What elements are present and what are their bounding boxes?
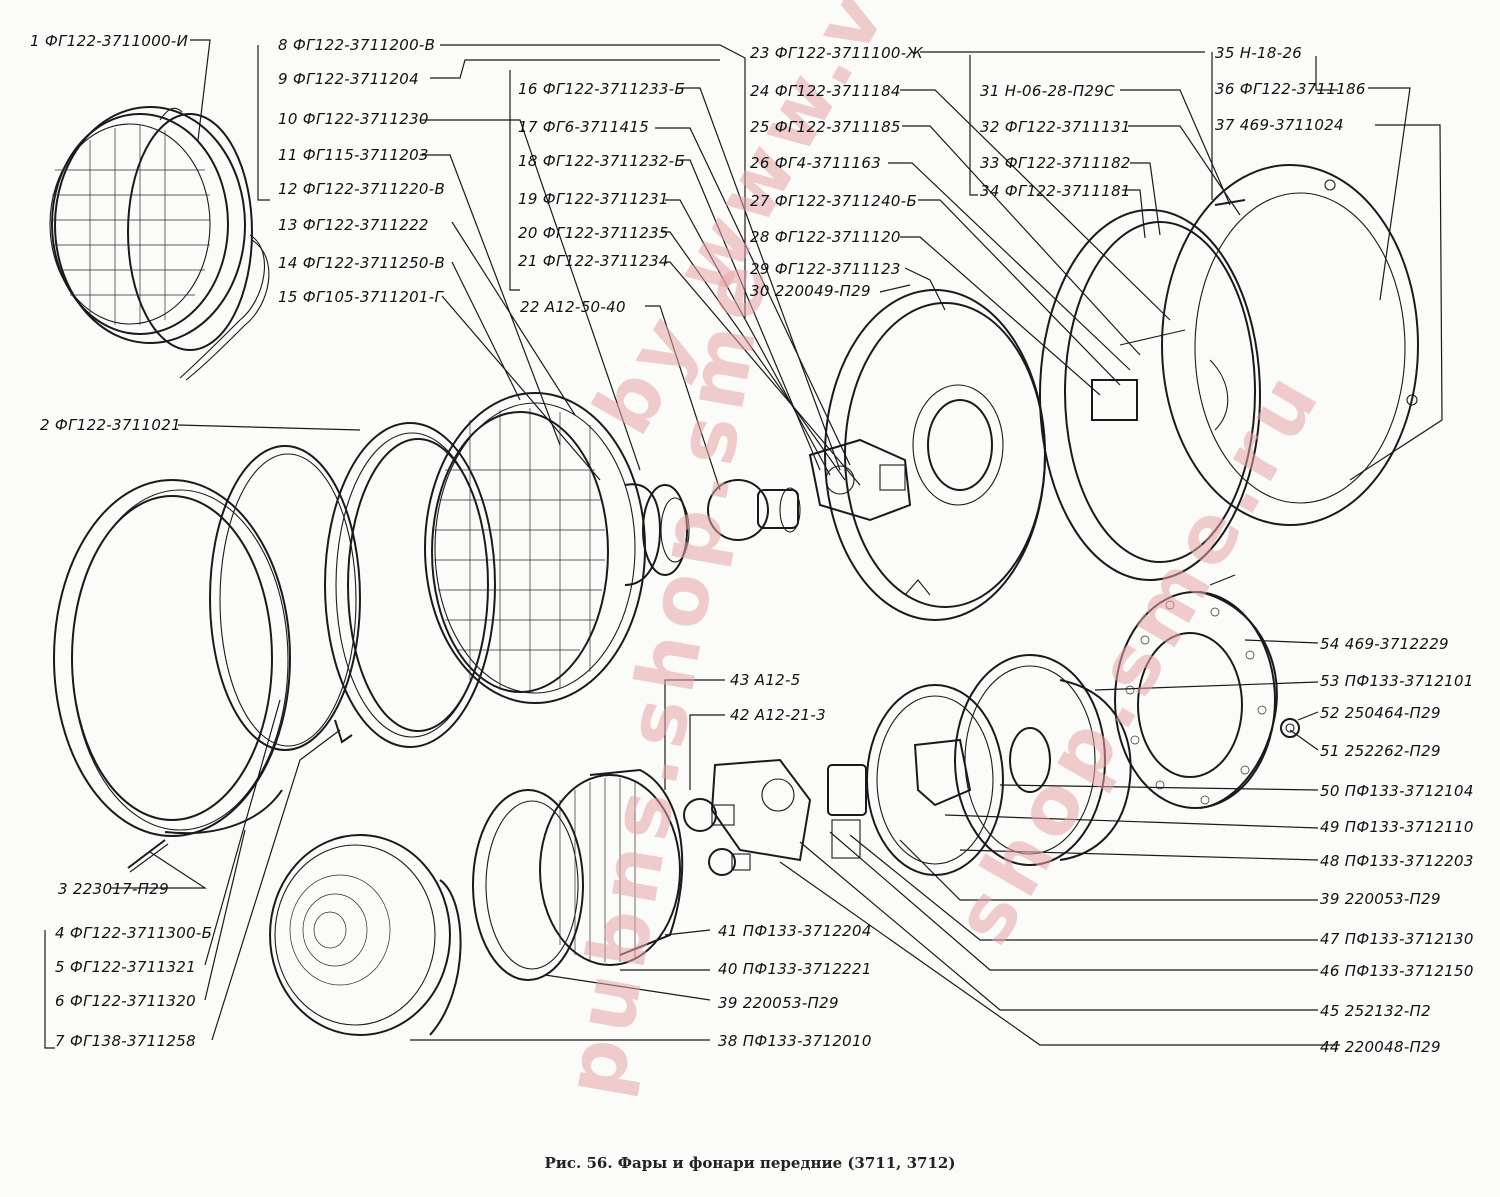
callout-28: 28 ФГ122-3711120 [750,228,901,246]
callout-2: 2 ФГ122-3711021 [40,416,181,434]
callout-41: 41 ПФ133-3712204 [718,922,872,940]
callout-9: 9 ФГ122-3711204 [278,70,419,88]
figure-caption: Рис. 56. Фары и фонари передние (3711, 3… [544,1154,956,1172]
callout-10: 10 ФГ122-3711230 [278,110,429,128]
callout-14: 14 ФГ122-3711250-В [278,254,445,272]
callout-27: 27 ФГ122-3711240-Б [750,192,917,210]
callout-31: 31 Н-06-28-П29С [980,82,1115,100]
headlamp-rim [53,479,291,837]
optical-element [424,392,690,704]
side-lamp-bracket [710,758,812,862]
headlamp-housing [824,289,1046,621]
side-lamp-mount-ring [1114,591,1278,809]
callout-24: 24 ФГ122-3711184 [750,82,901,100]
callout-43: 43 А12-5 [730,671,801,689]
callout-labels: 1 ФГ122-3711000-И 2 ФГ122-3711021 3 2230… [30,32,1474,1056]
side-lamp-rim [472,789,584,981]
callout-4: 4 ФГ122-3711300-Б [55,924,212,942]
callout-26: 26 ФГ4-3711163 [750,154,881,172]
callout-42: 42 А12-21-3 [730,706,826,724]
callout-12: 12 ФГ122-3711220-В [278,180,445,198]
callout-29: 29 ФГ122-3711123 [750,260,901,278]
callout-18: 18 ФГ122-3711232-Б [518,152,685,170]
mounting-flange [1039,164,1419,586]
callout-37: 37 469-3711024 [1215,116,1344,134]
headlamp-bulb [707,479,801,541]
callout-45: 45 252132-П2 [1320,1002,1431,1020]
callout-48: 48 ПФ133-3712203 [1320,852,1474,870]
callout-39a: 39 220053-П29 [718,994,839,1012]
callout-1: 1 ФГ122-3711000-И [30,32,188,50]
callout-35: 35 Н-18-26 [1215,44,1302,62]
callout-44: 44 220048-П29 [1320,1038,1441,1056]
callout-34: 34 ФГ122-3711181 [980,182,1131,200]
callout-36: 36 ФГ122-3711186 [1215,80,1366,98]
callout-11: 11 ФГ115-3711203 [278,146,429,164]
watermark-line-2: shop.sme.ru [936,352,1340,959]
gasket-ring [209,445,361,751]
callout-3: 3 223017-П29 [58,880,169,898]
headlamp-assembly [49,106,270,381]
callout-40: 40 ПФ133-3712221 [718,960,872,978]
callout-15: 15 ФГ105-3711201-Г [278,288,444,306]
callout-30: 30 220049-П29 [750,282,871,300]
callout-50: 50 ПФ133-3712104 [1320,782,1474,800]
callout-5: 5 ФГ122-3711321 [55,958,196,976]
callout-13: 13 ФГ122-3711222 [278,216,429,234]
side-lamp-housing [954,654,1132,866]
screw-3 [127,839,169,873]
leader-lines [44,39,1443,1049]
callout-21: 21 ФГ122-3711234 [518,252,669,270]
inner-rim [324,422,496,748]
callout-51: 51 252262-П29 [1320,742,1441,760]
callout-25: 25 ФГ122-3711185 [750,118,901,136]
terminal-block [913,738,972,807]
callout-23: 23 ФГ122-3711100-Ж [750,44,923,62]
contact-plate [827,764,867,859]
callout-52: 52 250464-П29 [1320,704,1441,722]
callout-38: 38 ПФ133-3712010 [718,1032,872,1050]
nut-and-washer [1280,718,1300,738]
callout-19: 19 ФГ122-3711231 [518,190,669,208]
callout-46: 46 ПФ133-3712150 [1320,962,1474,980]
callout-6: 6 ФГ122-3711320 [55,992,196,1010]
callout-20: 20 ФГ122-3711235 [518,224,669,242]
side-lamp-lens [269,834,462,1036]
callout-22: 22 А12-50-40 [520,298,626,316]
callout-39b: 39 220053-П29 [1320,890,1441,908]
callout-54: 54 469-3712229 [1320,635,1449,653]
side-lamp-body [539,768,684,966]
callout-17: 17 ФГ6-3711415 [518,118,649,136]
callout-49: 49 ПФ133-3712110 [1320,818,1474,836]
callout-32: 32 ФГ122-3711131 [980,118,1131,136]
callout-53: 53 ПФ133-3712101 [1320,672,1474,690]
callout-8: 8 ФГ122-3711200-В [278,36,435,54]
side-lamp-bulbs [683,798,751,876]
callout-7: 7 ФГ138-3711258 [55,1032,196,1050]
callout-33: 33 ФГ122-3711182 [980,154,1131,172]
callout-16: 16 ФГ122-3711233-Б [518,80,685,98]
callout-47: 47 ПФ133-3712130 [1320,930,1474,948]
